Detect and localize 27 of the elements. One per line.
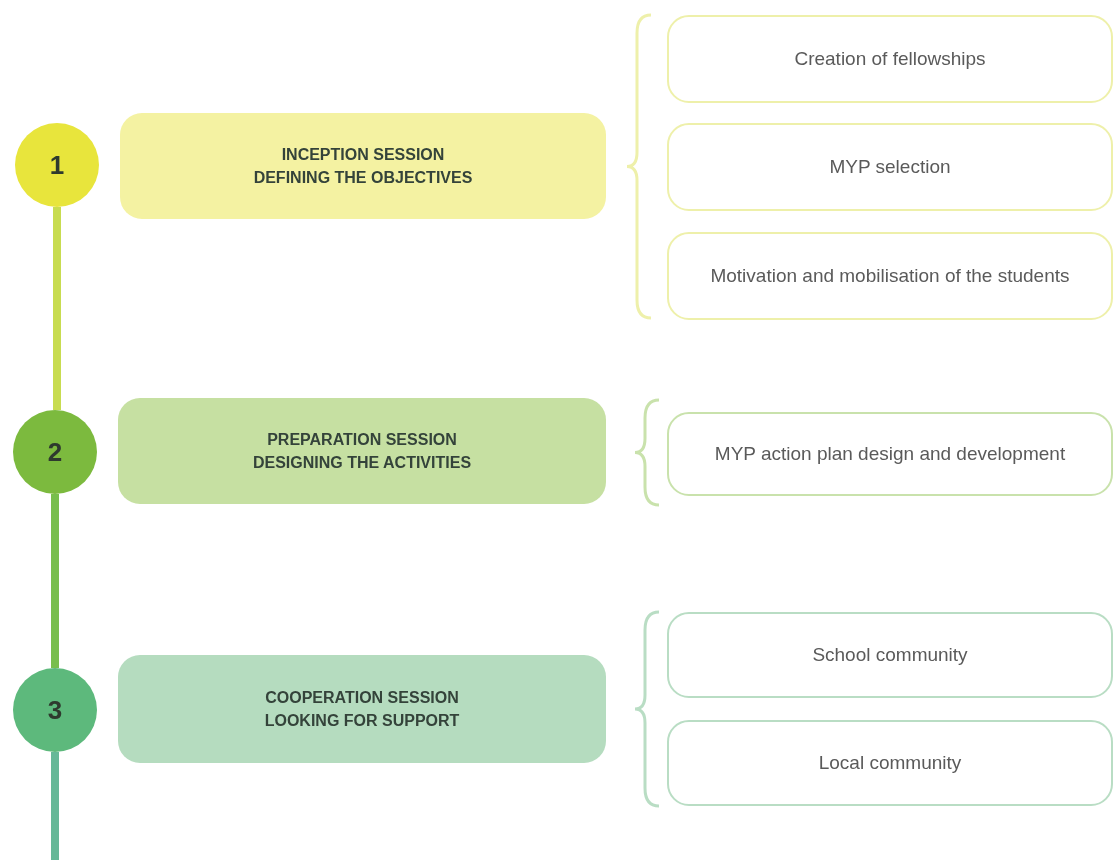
outcome-box [667, 720, 1113, 806]
timeline-line [51, 752, 59, 860]
outcome-box [667, 123, 1113, 211]
outcome-text: Local community [818, 751, 962, 776]
step-number: 2 [47, 436, 63, 468]
session-box [118, 398, 606, 504]
session-title: LOOKING FOR SUPPORT [264, 711, 460, 731]
outcome-text: MYP selection [829, 155, 951, 180]
session-title: INCEPTION SESSION [281, 144, 445, 165]
session-box [118, 655, 606, 763]
session-title: DEFINING THE OBJECTIVES [253, 168, 473, 188]
outcome-text: Creation of fellowships [794, 47, 986, 72]
outcome-box [667, 612, 1113, 698]
session-title: PREPARATION SESSION [267, 429, 457, 450]
outcome-box [667, 232, 1113, 320]
session-title: COOPERATION SESSION [265, 687, 459, 708]
outcome-text: Motivation and mobilisation of the students [710, 264, 1070, 289]
outcome-text: School community [812, 643, 968, 668]
session-box [120, 113, 606, 219]
outcome-box [667, 15, 1113, 103]
step-number: 3 [47, 694, 63, 726]
timeline-line [51, 494, 59, 668]
outcome-box [667, 412, 1113, 496]
outcome-text: MYP action plan design and development [714, 442, 1066, 467]
step-number: 1 [49, 149, 65, 181]
session-title: DESIGNING THE ACTIVITIES [252, 453, 472, 473]
timeline-line [53, 207, 61, 410]
